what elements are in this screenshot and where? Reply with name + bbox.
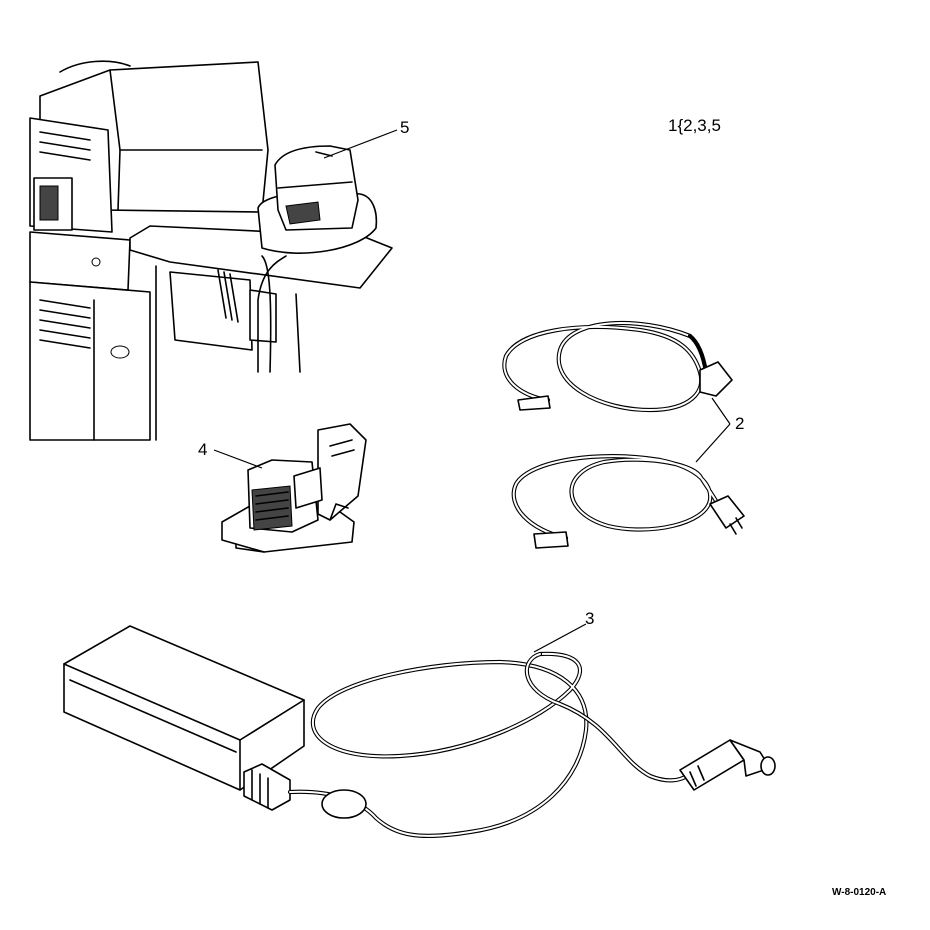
callout-4: 4 (198, 440, 207, 459)
power-cord-upper (502, 321, 733, 413)
callout-2: 2 (735, 414, 744, 433)
power-supply-illustration (63, 625, 776, 838)
callout-5: 5 (400, 118, 409, 137)
figure-id: W-8-0120-A (832, 887, 886, 898)
leader-3 (533, 623, 587, 653)
leader-2 (695, 397, 731, 463)
staple-cartridge-illustration (221, 423, 367, 553)
leader-4 (213, 449, 263, 469)
callout-3: 3 (585, 609, 594, 628)
power-cord-lower (511, 454, 745, 549)
machine-illustration (29, 60, 393, 441)
kit-note: 1{2,3,5 (668, 116, 721, 135)
leader-5 (323, 129, 398, 159)
